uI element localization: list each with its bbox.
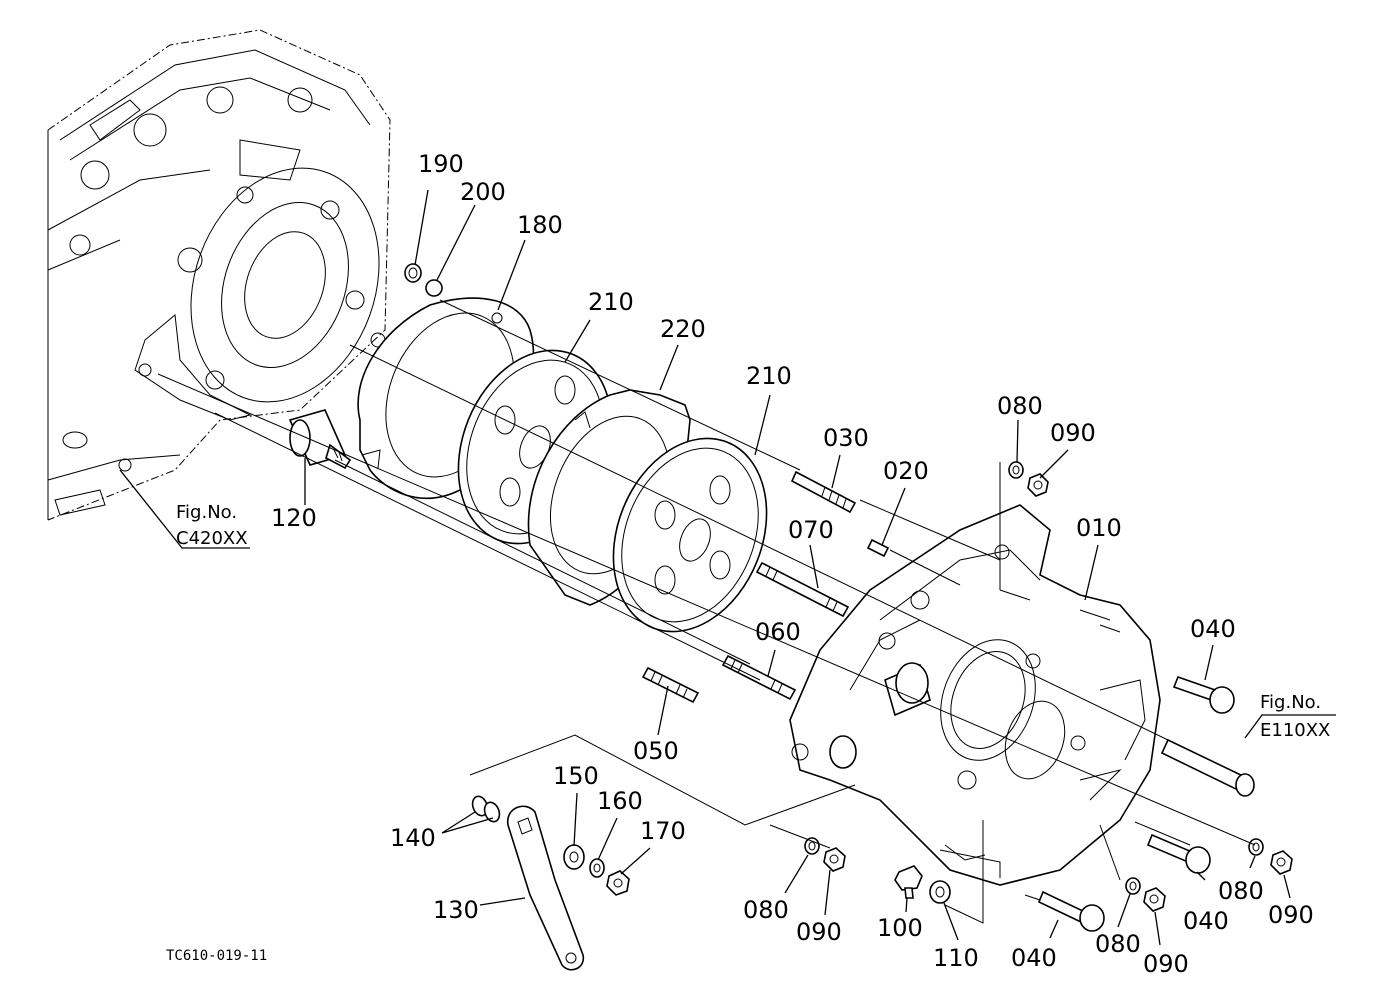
part-150-washer	[563, 844, 585, 870]
callout-140: 140	[390, 824, 436, 852]
part-160-spring-washer	[589, 858, 605, 878]
callout-120: 120	[271, 504, 317, 532]
part-050-stud	[641, 666, 700, 704]
part-060-stud	[721, 654, 797, 701]
callout-070: 070	[788, 516, 834, 544]
callout-020: 020	[883, 457, 929, 485]
callout-220: 220	[660, 315, 706, 343]
part-140-o-rings	[471, 795, 501, 823]
callout-090-b: 090	[796, 918, 842, 946]
callout-210-a: 210	[588, 288, 634, 316]
callout-160: 160	[597, 787, 643, 815]
part-e110-shaft	[1160, 738, 1255, 797]
fig-ref-e110-code: E110XX	[1260, 720, 1330, 741]
part-040-bolt-b	[1146, 833, 1211, 874]
callout-170: 170	[640, 817, 686, 845]
callout-080-a: 080	[997, 392, 1043, 420]
part-010-housing	[789, 504, 1161, 886]
part-170-nut	[606, 870, 630, 896]
part-080-washer-d	[1248, 838, 1264, 856]
callout-100: 100	[877, 914, 923, 942]
callout-190: 190	[418, 150, 464, 178]
drawing-code: TC610-019-11	[166, 948, 267, 964]
part-030-stud	[790, 470, 857, 514]
callout-040-c: 040	[1011, 944, 1057, 972]
leader-lines	[119, 189, 1336, 946]
part-090-nut-c	[1143, 887, 1166, 912]
part-070-stud	[755, 561, 850, 618]
callout-150: 150	[553, 762, 599, 790]
callout-080-c: 080	[1095, 930, 1141, 958]
engine-block	[47, 29, 391, 521]
callout-050: 050	[633, 737, 679, 765]
callout-200: 200	[460, 178, 506, 206]
part-080-washer-a	[1008, 461, 1024, 479]
callout-110: 110	[933, 944, 979, 972]
callout-090-d: 090	[1268, 901, 1314, 929]
assembly-lines	[157, 299, 1256, 924]
part-090-nut-a	[1027, 473, 1049, 497]
part-020-pin	[866, 538, 890, 558]
part-090-nut-b	[823, 847, 846, 872]
part-040-bolt-c	[1037, 890, 1105, 932]
part-120-shaft	[288, 409, 352, 470]
part-080-washer-c	[1125, 877, 1141, 895]
fig-ref-c420-code: C420XX	[176, 528, 248, 549]
fig-ref-c420-label: Fig.No.	[176, 502, 237, 523]
part-040-bolt-a	[1172, 675, 1235, 714]
part-190-seal	[404, 263, 422, 283]
callout-040-a: 040	[1190, 615, 1236, 643]
callout-080-d: 080	[1218, 877, 1264, 905]
part-100-bolt	[894, 865, 923, 899]
part-080-washer-b	[804, 837, 820, 855]
figure-reference-c420: Fig.No. C420XX	[176, 502, 248, 549]
part-130-lever	[507, 805, 585, 971]
callout-210-b: 210	[746, 362, 792, 390]
callout-040-b: 040	[1183, 907, 1229, 935]
callout-090-a: 090	[1050, 419, 1096, 447]
part-110-washer	[929, 880, 951, 904]
figure-reference-e110: Fig.No. E110XX	[1260, 692, 1330, 741]
part-200-ball	[425, 279, 443, 297]
callout-180: 180	[517, 211, 563, 239]
part-210-disc-b	[612, 437, 768, 633]
callout-080-b: 080	[743, 896, 789, 924]
callout-labels: 190 200 180 210 220 210 080 090 030 020 …	[271, 150, 1314, 978]
callout-090-c: 090	[1143, 950, 1189, 978]
part-090-nut-d	[1270, 850, 1293, 875]
callout-030: 030	[823, 424, 869, 452]
callout-010: 010	[1076, 514, 1122, 542]
callout-060: 060	[755, 618, 801, 646]
callout-130: 130	[433, 896, 479, 924]
fig-ref-e110-label: Fig.No.	[1260, 692, 1321, 713]
